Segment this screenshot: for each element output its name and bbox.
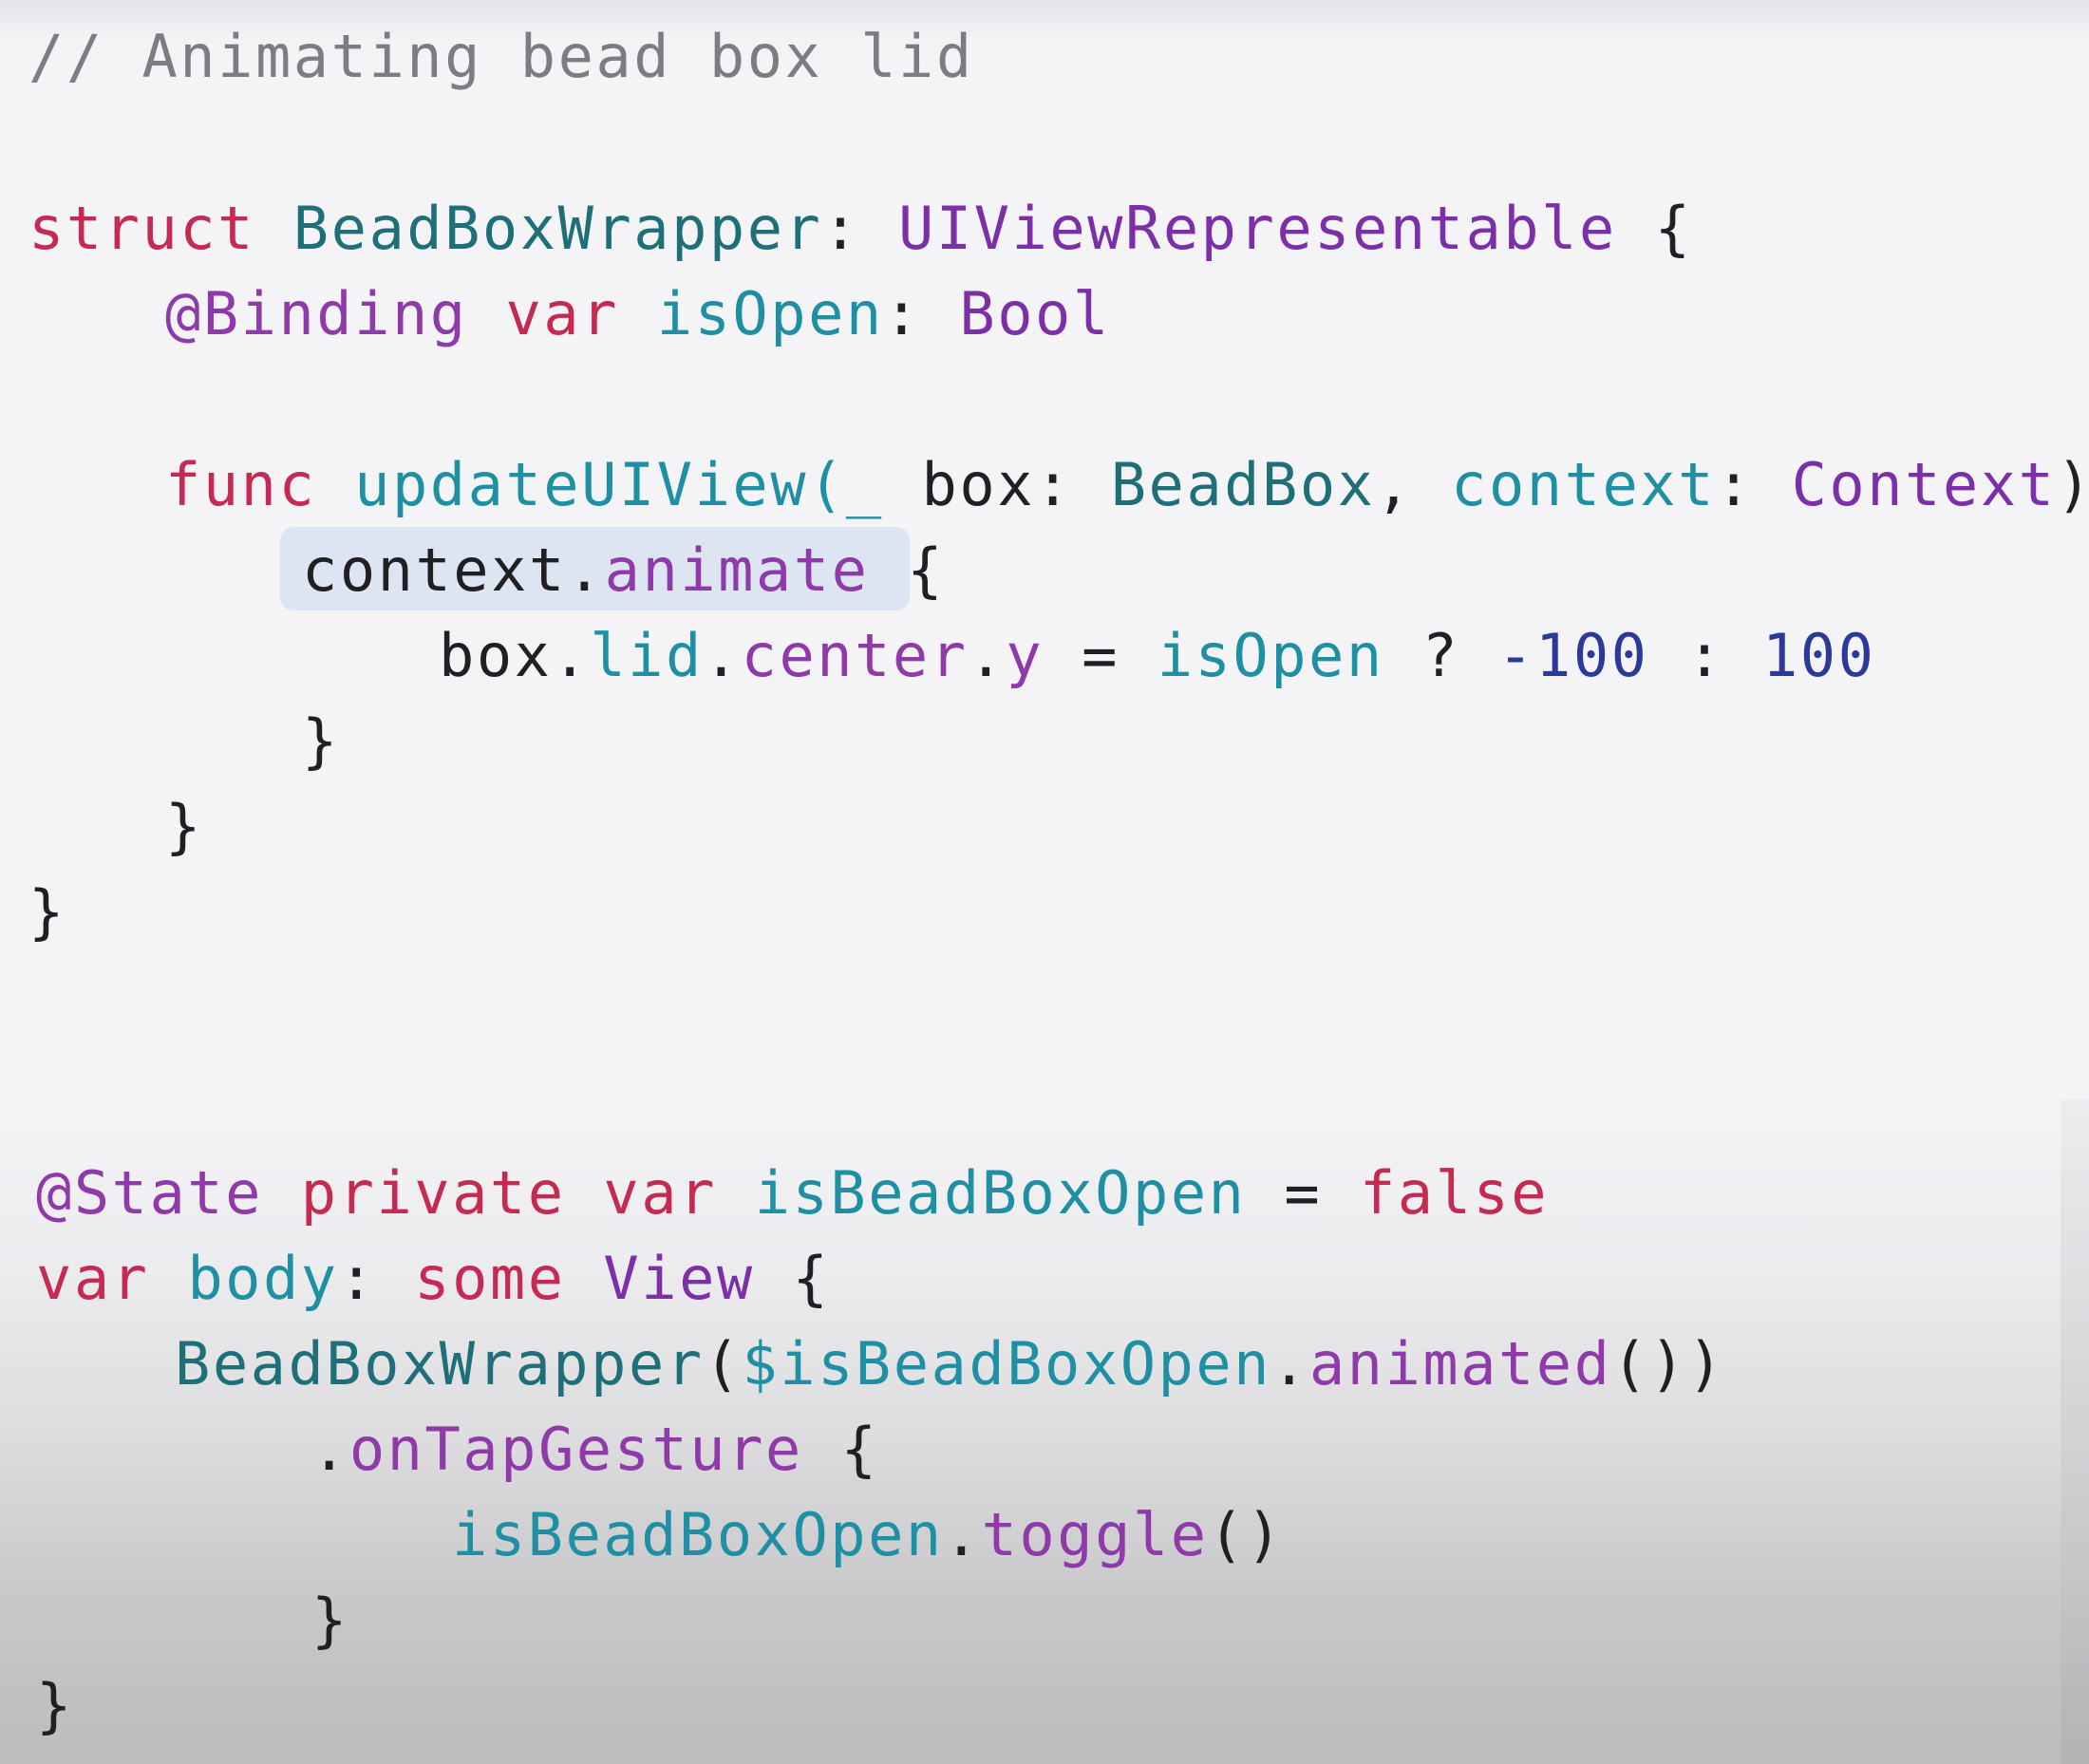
code-token-prop: animate: [604, 535, 870, 605]
code-token-prop: center: [741, 621, 969, 690]
code-line: }: [36, 1663, 74, 1749]
code-token-keyword: private: [300, 1158, 566, 1228]
code-token-keyword: func: [165, 450, 317, 519]
code-token-plain: [566, 1158, 604, 1228]
code-line: func updateUIView(_ box: BeadBox, contex…: [165, 442, 2089, 528]
code-line: @Binding var isOpen: Bool: [165, 272, 1111, 357]
code-token-plain: }: [28, 877, 66, 947]
code-token-plain: }: [311, 1586, 349, 1655]
code-token-plain: {: [869, 535, 946, 605]
code-panel-bottom: [0, 1099, 2061, 1764]
code-token-ident: isOpen: [656, 279, 884, 348]
code-token-plain: {: [1616, 194, 1693, 263]
code-token-plain: ) {: [2056, 450, 2089, 519]
code-comment: // Animating bead box lid: [28, 22, 974, 91]
code-line: }: [302, 699, 340, 784]
code-token-plain: :: [883, 279, 960, 348]
code-token-ident: lid: [590, 621, 704, 690]
code-token-keyword: var: [36, 1244, 150, 1313]
code-line: box.lid.center.y = isOpen ? -100 : 100: [439, 613, 1875, 699]
code-token-plain: =: [1246, 1158, 1360, 1228]
code-token-plain: }: [302, 706, 340, 776]
code-token-typedecl: BeadBox: [1110, 450, 1376, 519]
code-token-plain: {: [802, 1415, 879, 1484]
code-token-typedecl: BeadBoxWrapper: [175, 1329, 705, 1398]
code-token-plain: :: [1648, 621, 1762, 690]
code-token-type: UIViewRepresentable: [898, 194, 1617, 263]
code-token-plain: box.: [439, 621, 591, 690]
code-token-keyword: struct: [28, 194, 293, 263]
code-token-type: Context: [1791, 450, 2057, 519]
code-token-type: Bool: [959, 279, 1111, 348]
code-token-plain: :: [1715, 450, 1792, 519]
code-token-ident: updateUIView(_: [354, 450, 884, 519]
code-token-plain: context.: [302, 535, 605, 605]
code-line: isBeadBoxOpen.toggle(): [452, 1492, 1284, 1578]
code-line: struct BeadBoxWrapper: UIViewRepresentab…: [28, 186, 1692, 272]
code-line: }: [28, 870, 66, 955]
code-token-ident: body: [187, 1244, 339, 1313]
code-token-plain: }: [36, 1671, 74, 1740]
code-line: }: [311, 1578, 349, 1663]
code-line: BeadBoxWrapper($isBeadBoxOpen.animated()…: [175, 1322, 1725, 1407]
code-token-ident: isBeadBoxOpen: [754, 1158, 1247, 1228]
code-token-plain: ?: [1383, 621, 1498, 690]
code-token-attr: @State: [36, 1158, 263, 1228]
code-token-plain: .: [311, 1415, 349, 1484]
code-token-plain: box:: [883, 450, 1111, 519]
code-token-ident: $isBeadBoxOpen: [742, 1329, 1272, 1398]
animate-highlight: [280, 527, 910, 610]
code-token-prop: toggle: [981, 1500, 1209, 1569]
code-token-plain: .: [968, 621, 1007, 690]
code-token-type: View: [603, 1244, 755, 1313]
code-line: context.animate {: [302, 528, 945, 613]
code-token-plain: }: [165, 792, 203, 861]
panel-edge-shade: [2061, 1099, 2089, 1764]
code-token-plain: ()): [1611, 1329, 1725, 1398]
code-token-keyword: var: [505, 279, 619, 348]
code-token-keyword: false: [1359, 1158, 1550, 1228]
code-token-keyword: var: [603, 1158, 717, 1228]
code-line: @State private var isBeadBoxOpen = false: [36, 1151, 1549, 1236]
code-token-num: -100: [1497, 621, 1649, 690]
code-token-plain: {: [754, 1244, 831, 1313]
code-line: }: [165, 784, 203, 870]
code-token-plain: (): [1208, 1500, 1285, 1569]
code-token-plain: :: [338, 1244, 415, 1313]
code-token-typedecl: BeadBoxWrapper: [292, 194, 823, 263]
code-token-prop: y: [1006, 621, 1044, 690]
code-token-plain: .: [943, 1500, 982, 1569]
code-token-plain: [263, 1158, 301, 1228]
code-token-prop: animated: [1308, 1329, 1612, 1398]
code-token-plain: .: [703, 621, 742, 690]
code-token-attr: @Binding: [165, 279, 468, 348]
code-block-animating-lid: // Animating bead box lid struct BeadBox…: [0, 0, 2089, 947]
code-token-prop: onTapGesture: [348, 1415, 803, 1484]
code-line: .onTapGesture {: [311, 1407, 878, 1492]
code-token-plain: [717, 1158, 755, 1228]
code-token-ident: isBeadBoxOpen: [452, 1500, 944, 1569]
code-token-plain: (: [704, 1329, 743, 1398]
code-token-plain: [566, 1244, 604, 1313]
code-token-plain: ,: [1375, 450, 1452, 519]
code-line: var body: some View {: [36, 1236, 830, 1322]
code-token-plain: =: [1044, 621, 1157, 690]
code-token-num: 100: [1761, 621, 1876, 690]
code-token-plain: :: [822, 194, 899, 263]
code-token-plain: [149, 1244, 187, 1313]
code-token-ident: isOpen: [1157, 621, 1384, 690]
code-token-plain: .: [1271, 1329, 1309, 1398]
code-token-ident: context: [1451, 450, 1716, 519]
code-token-keyword: some: [414, 1244, 566, 1313]
